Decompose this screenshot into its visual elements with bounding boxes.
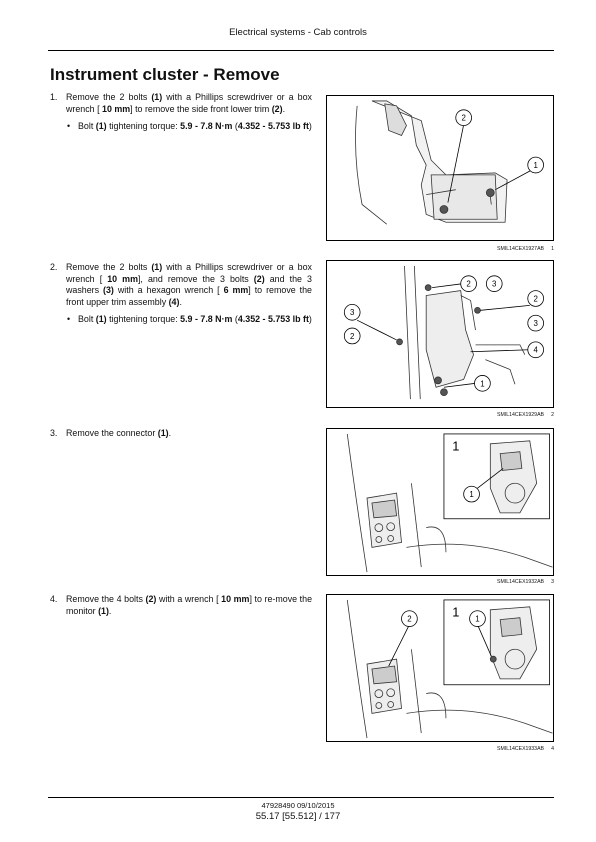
callout-label: 2 xyxy=(350,332,354,341)
bullet-icon: • xyxy=(67,121,71,131)
figure-2-illustration: 2 3 2 3 3 2 4 1 xyxy=(343,265,544,400)
callout-label: 2 xyxy=(407,615,411,624)
figure-code: SMIL14CEX1927AB xyxy=(496,246,544,252)
callout-label: 2 xyxy=(461,114,465,123)
figure-number: 4 xyxy=(551,746,554,752)
header-rule xyxy=(48,50,554,51)
step-text: Remove the connector (1). xyxy=(66,428,172,438)
torque-text: Bolt (1) tightening torque: 5.9 - 7.8 N·… xyxy=(78,121,312,131)
figure-3: 1 1 xyxy=(326,428,554,576)
callout-label: 2 xyxy=(533,294,537,303)
figure-1-illustration: 2 1 xyxy=(355,100,544,225)
callout-label: 1 xyxy=(469,490,473,499)
callout-label: 1 xyxy=(475,615,479,624)
figure-3-illustration: 1 1 xyxy=(346,433,553,573)
callout-label: 2 xyxy=(466,280,470,289)
step-4: 4. Remove the 4 bolts (2) with a wrench … xyxy=(50,594,312,617)
callout-label: 3 xyxy=(533,319,538,328)
step-number: 3. xyxy=(50,428,58,438)
figure-number: 1 xyxy=(551,246,554,252)
step-2: 2. Remove the 2 bolts (1) with a Phillip… xyxy=(50,262,312,326)
step-number: 1. xyxy=(50,92,58,102)
document-id: 47928490 09/10/2015 xyxy=(261,801,335,810)
footer-rule xyxy=(48,797,554,798)
torque-note: • Bolt (1) tightening torque: 5.9 - 7.8 … xyxy=(66,314,312,326)
figure-code: SMIL14CEX1932AB xyxy=(496,579,544,585)
step-text: Remove the 4 bolts (2) with a wrench [ 1… xyxy=(66,594,313,616)
callout-label: 4 xyxy=(533,346,538,355)
step-number: 2. xyxy=(50,262,58,272)
callout-label: 3 xyxy=(492,280,497,289)
step-text: Remove the 2 bolts (1) with a Phillips s… xyxy=(66,92,312,114)
running-header: Electrical systems - Cab controls xyxy=(229,27,367,38)
bullet-icon: • xyxy=(67,314,71,324)
page-title: Instrument cluster - Remove xyxy=(50,65,280,84)
step-text: Remove the 2 bolts (1) with a Phillips s… xyxy=(66,262,312,307)
torque-text: Bolt (1) tightening torque: 5.9 - 7.8 N·… xyxy=(78,314,312,324)
step-1: 1. Remove the 2 bolts (1) with a Phillip… xyxy=(50,92,312,133)
figure-4: 1 2 1 xyxy=(326,594,554,742)
inset-label: 1 xyxy=(452,605,459,620)
figure-number: 2 xyxy=(551,412,554,418)
figure-4-illustration: 1 2 1 xyxy=(346,599,553,739)
page-number: 55.17 [55.512] / 177 xyxy=(255,811,341,822)
inset-label: 1 xyxy=(452,439,459,454)
callout-label: 3 xyxy=(350,308,355,317)
figure-code: SMIL14CEX1933AB xyxy=(496,746,544,752)
callout-label: 1 xyxy=(480,379,484,388)
torque-note: • Bolt (1) tightening torque: 5.9 - 7.8 … xyxy=(66,121,312,133)
step-3: 3. Remove the connector (1). xyxy=(50,428,312,440)
figure-code: SMIL14CEX1929AB xyxy=(496,412,544,418)
figure-number: 3 xyxy=(551,579,554,585)
callout-label: 1 xyxy=(533,161,537,170)
figure-1: 2 1 xyxy=(326,95,554,241)
figure-2: 2 3 2 3 3 2 4 1 xyxy=(326,260,554,408)
step-number: 4. xyxy=(50,594,58,604)
